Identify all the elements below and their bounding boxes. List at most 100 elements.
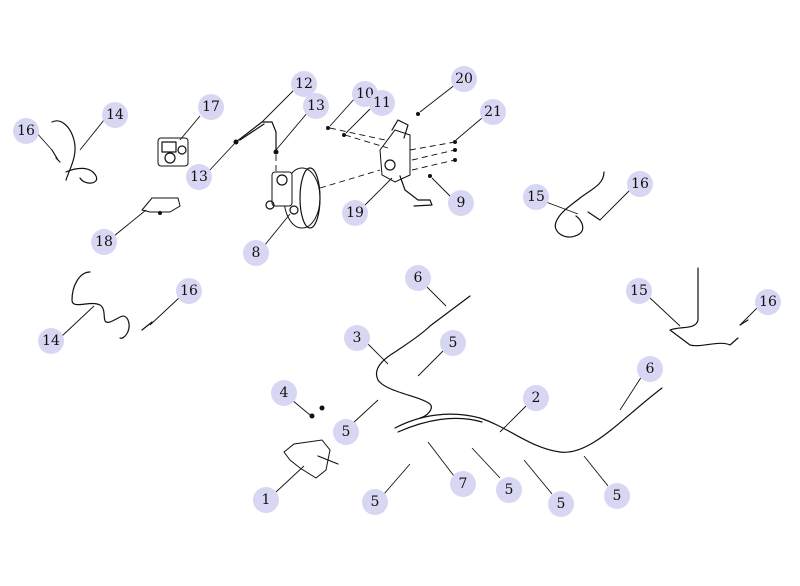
callout-circle (405, 265, 431, 291)
callout-circle (342, 200, 368, 226)
callout-circle (253, 487, 279, 513)
callout-6: 6 (405, 265, 431, 291)
callout-circle (451, 66, 477, 92)
parking-brake-cable-rear (394, 387, 663, 453)
leader-lines (34, 83, 759, 495)
callout-circle (344, 325, 370, 351)
callout-number: 15 (630, 283, 648, 299)
callout-5: 5 (333, 419, 359, 445)
callout-circle (91, 229, 117, 255)
callout-11: 11 (369, 90, 395, 116)
callout-circle (102, 102, 128, 128)
callout-number: 16 (759, 294, 777, 310)
callout-number: 1 (262, 492, 271, 508)
callout-16: 16 (627, 171, 653, 197)
callout-circle (38, 328, 64, 354)
callout-number: 21 (484, 104, 502, 120)
callout-7: 7 (450, 471, 476, 497)
callout-15: 15 (626, 278, 652, 304)
callout-circle (362, 489, 388, 515)
callout-8: 8 (243, 240, 269, 266)
callout-number: 10 (356, 86, 374, 102)
callout-16: 16 (176, 278, 202, 304)
parking-brake-lever (283, 405, 339, 479)
wheel-speed-sensor-harness-rear-right (669, 267, 749, 347)
callout-number: 12 (295, 76, 313, 92)
callout-5: 5 (604, 483, 630, 509)
callout-16: 16 (13, 118, 39, 144)
callout-number: 16 (17, 123, 35, 139)
callout-5: 5 (440, 330, 466, 356)
callout-circle (440, 330, 466, 356)
callout-number: 14 (106, 107, 124, 123)
callout-5: 5 (548, 491, 574, 517)
callout-number: 13 (190, 169, 208, 185)
callout-19: 19 (342, 200, 368, 226)
callout-1: 1 (253, 487, 279, 513)
callout-number: 5 (613, 488, 622, 504)
callout-18: 18 (91, 229, 117, 255)
abs-module (157, 137, 189, 167)
callout-14: 14 (102, 102, 128, 128)
callout-circle (548, 491, 574, 517)
callout-circle (333, 419, 359, 445)
callout-number: 5 (371, 494, 380, 510)
callout-21: 21 (480, 99, 506, 125)
callout-16: 16 (755, 289, 781, 315)
callout-number: 2 (532, 390, 541, 406)
callout-circle (523, 385, 549, 411)
callout-circle (523, 184, 549, 210)
wheel-speed-sensor-harness-front-right (554, 171, 605, 238)
callout-4: 4 (271, 380, 297, 406)
callout-circle (186, 164, 212, 190)
callout-number: 5 (505, 482, 514, 498)
callout-number: 9 (457, 195, 466, 211)
callout-14: 14 (38, 328, 64, 354)
callout-number: 17 (202, 99, 220, 115)
callout-circle (627, 171, 653, 197)
callout-circle (604, 483, 630, 509)
callout-circle (291, 71, 317, 97)
callout-circle (450, 471, 476, 497)
callout-number: 7 (459, 476, 468, 492)
parking-brake-cable-front (375, 295, 471, 419)
wheel-speed-sensor-harness-rear-left (71, 271, 153, 339)
callout-number: 13 (307, 98, 325, 114)
callout-number: 3 (353, 330, 362, 346)
callout-2: 2 (523, 385, 549, 411)
callout-13: 13 (186, 164, 212, 190)
callout-number: 4 (280, 385, 289, 401)
callout-circle (637, 356, 663, 382)
callout-20: 20 (451, 66, 477, 92)
callout-number: 6 (646, 361, 655, 377)
callout-17: 17 (198, 94, 224, 120)
callout-circle (369, 90, 395, 116)
wheel-speed-sensor-harness-front-left (51, 120, 98, 184)
brake-booster (265, 167, 321, 229)
callout-circle (243, 240, 269, 266)
callout-circle (271, 380, 297, 406)
callout-15: 15 (523, 184, 549, 210)
callout-circle (303, 93, 329, 119)
callout-number: 15 (527, 189, 545, 205)
callout-circle (755, 289, 781, 315)
callout-5: 5 (362, 489, 388, 515)
callout-circle (626, 278, 652, 304)
brake-pedal-assembly (379, 119, 433, 207)
callout-circle (448, 190, 474, 216)
callout-circle (480, 99, 506, 125)
callout-number: 5 (557, 496, 566, 512)
callout-circle (176, 278, 202, 304)
callout-number: 16 (631, 176, 649, 192)
callout-6: 6 (637, 356, 663, 382)
callout-number: 18 (95, 234, 113, 250)
callout-number: 5 (449, 335, 458, 351)
callout-number: 8 (252, 245, 261, 261)
callout-number: 20 (455, 71, 473, 87)
callout-circle (496, 477, 522, 503)
callout-number: 6 (414, 270, 423, 286)
callout-circle (13, 118, 39, 144)
abs-bracket (141, 197, 181, 215)
